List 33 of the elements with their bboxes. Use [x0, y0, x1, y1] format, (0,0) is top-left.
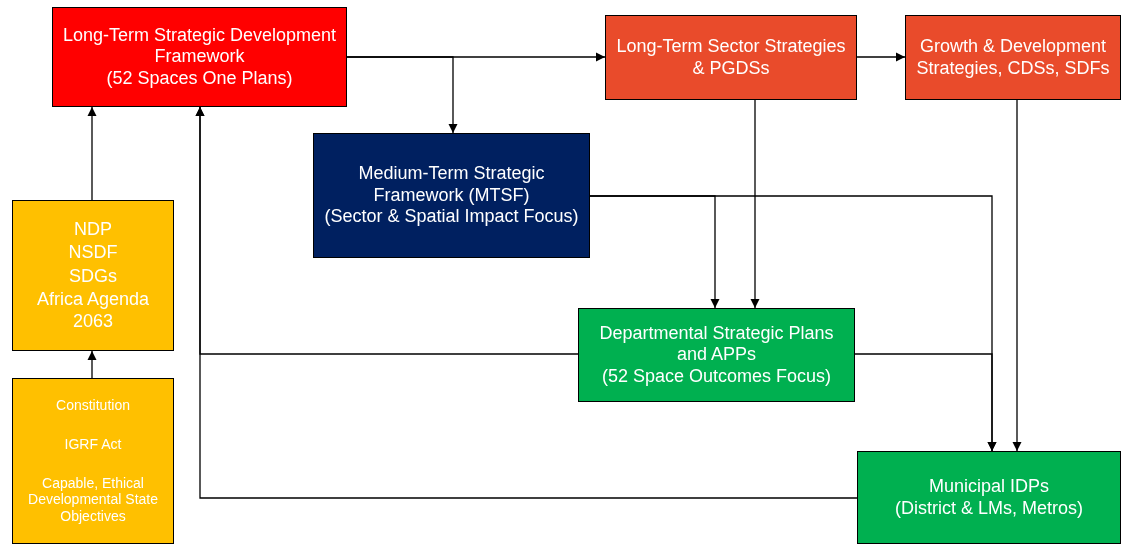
box-label: Long-Term Sector Strategies & PGDSs: [615, 35, 847, 80]
box-label: Medium-Term Strategic Framework (MTSF): [357, 163, 546, 207]
municipal-box: [857, 451, 1121, 544]
box-label: Capable, Ethical Developmental State Objectives: [27, 474, 159, 525]
strategy-box: [905, 15, 1121, 100]
box-label: NDP: [74, 218, 112, 241]
box-label: SDGs: [69, 265, 117, 288]
box-label: (52 Space Outcomes Focus): [601, 365, 832, 388]
legislation-box: [12, 378, 174, 544]
arrow: [87, 350, 97, 379]
arrow: [346, 56, 458, 134]
strategy-box: [605, 15, 857, 100]
framework-box: [52, 7, 347, 107]
box-label: (Sector & Spatial Impact Focus): [324, 206, 579, 228]
box-label: NSDF: [68, 242, 118, 264]
box-label: (District & LMs, Metros): [895, 497, 1083, 520]
arrow: [87, 106, 97, 201]
box-label: Departmental Strategic Plans and APPs: [598, 322, 835, 366]
arrow: [856, 52, 906, 62]
box-label: Africa Agenda 2063: [35, 289, 151, 333]
arrow: [750, 99, 760, 309]
box-label: (52 Spaces One Plans): [106, 67, 293, 90]
arrow: [195, 106, 858, 499]
arrow: [1012, 99, 1022, 452]
framework-box: [313, 133, 590, 258]
box-label: Long-Term Strategic Development Framework: [61, 24, 338, 68]
plans-box: [578, 308, 855, 402]
policy-box: [12, 200, 174, 351]
box-label: IGRF Act: [64, 435, 122, 453]
arrow: [854, 353, 997, 452]
box-label: Municipal IDPs: [928, 475, 1049, 498]
box-label: Growth & Development Strategies, CDSs, SDFs: [915, 35, 1111, 80]
box-label: Constitution: [56, 397, 130, 414]
